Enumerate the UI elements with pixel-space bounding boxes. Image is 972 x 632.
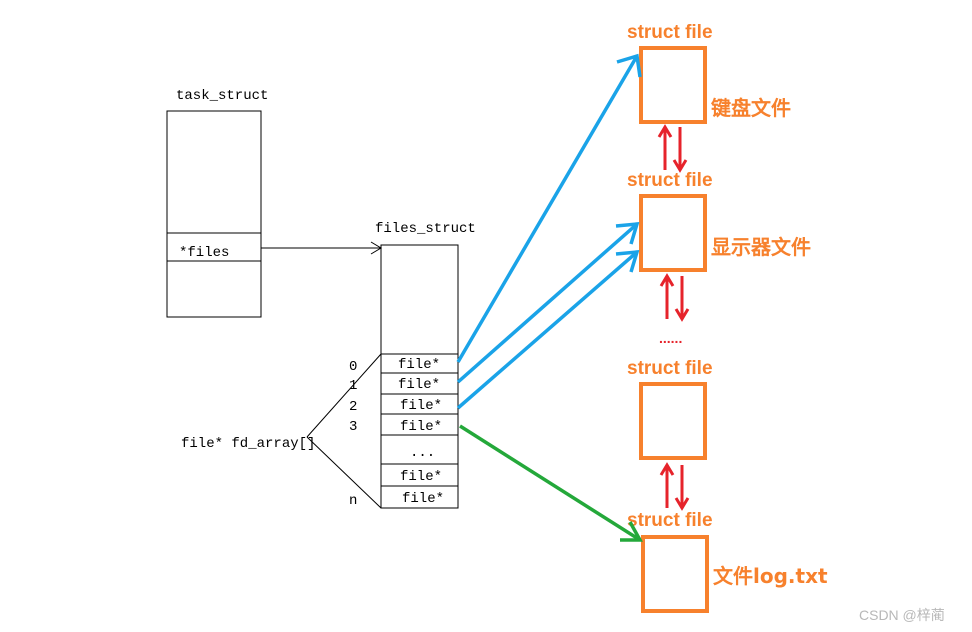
task-struct-files-field: *files [179,245,229,261]
fd-cell-0: file* [398,357,440,373]
struct-file-title-2: struct file [627,358,713,379]
fd-index-2: 2 [349,399,357,415]
struct-file-title-1: struct file [627,170,713,191]
fd-cell-2: file* [400,398,442,414]
struct-file-title-0: struct file [627,22,713,43]
struct-file-box-3 [641,535,709,613]
fd-cell-5: file* [400,469,442,485]
struct-file-box-2 [639,382,707,460]
link-arrows-2-3 [659,462,690,511]
fd-index-0: 0 [349,359,357,375]
struct-file-title-3: struct file [627,510,713,531]
struct-file-box-1 [639,194,707,272]
watermark: CSDN @梓蔺 [859,607,945,623]
link-arrows-0-1 [657,124,688,173]
fd-index-1: 1 [349,378,357,394]
struct-file-label-1: 显示器文件 [711,235,811,259]
fd0-arrow [456,53,642,363]
ellipsis-dots: ...... [659,330,682,346]
fd-cell-1: file* [398,377,440,393]
fd-cell-n: file* [402,491,444,507]
fd-index-3: 3 [349,419,357,435]
link-arrows-1-2 [659,273,690,322]
files-pointer-arrow [261,241,382,255]
task-struct-title: task_struct [176,88,268,104]
fd-cell-3: file* [400,419,442,435]
files-struct-title: files_struct [375,221,476,237]
struct-file-label-0: 键盘文件 [711,96,791,120]
fd-cell-ellipsis: ... [410,445,435,461]
struct-file-box-0 [639,46,707,124]
fd2-arrow [456,250,640,410]
task-struct-box [166,110,262,318]
struct-file-label-3: 文件log.txt [713,564,828,588]
fd3-arrow [459,424,643,542]
files-struct-box [380,244,459,509]
fd-index-n: n [349,493,357,509]
fd-array-bracket [306,353,382,509]
fd1-arrow [456,222,640,384]
fd-array-label: file* fd_array[] [181,436,315,452]
